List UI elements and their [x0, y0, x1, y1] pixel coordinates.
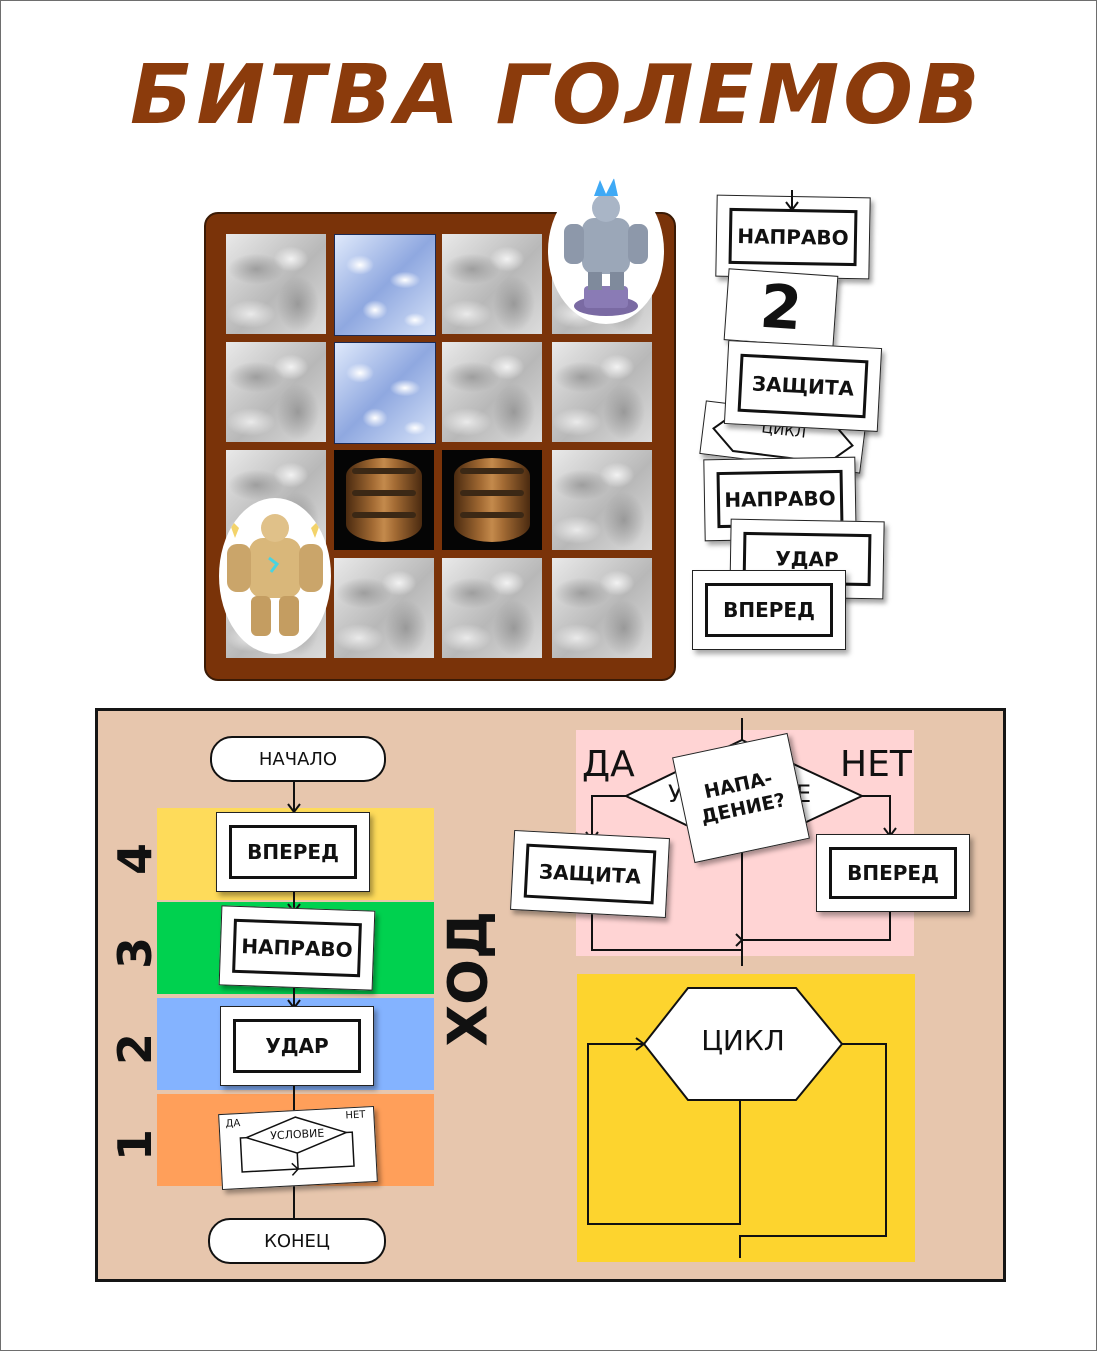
row-number-3: 3	[108, 937, 162, 970]
branch-yes-label: ДА	[582, 744, 635, 785]
condition-yes-label: ДА	[225, 1117, 241, 1130]
ice-golem-figure[interactable]	[548, 178, 664, 324]
card-label: НАПРАВО	[728, 207, 858, 267]
flow-step-3-label: НАПРАВО	[232, 918, 362, 978]
board-tile-stone[interactable]	[442, 234, 542, 334]
ice-golem-icon	[564, 178, 648, 316]
turn-label: ХОД	[436, 910, 500, 1047]
attack-question-label: НАПА-ДЕНИЕ?	[699, 767, 788, 829]
flow-start: НАЧАЛО	[210, 736, 386, 782]
branch-no-label: НЕТ	[840, 744, 912, 785]
stone-golem-icon	[227, 514, 323, 636]
card-napravo-top[interactable]: НАПРАВО	[715, 194, 871, 280]
board-tile-stone[interactable]	[552, 558, 652, 658]
loop-label: ЦИКЛ	[701, 1024, 785, 1057]
flow-step-2-label: УДАР	[233, 1019, 361, 1073]
row-number-1: 1	[108, 1129, 162, 1162]
board-tile-ice[interactable]	[334, 342, 436, 444]
board-tile-stone[interactable]	[226, 234, 326, 334]
board-tile-stone[interactable]	[552, 342, 652, 442]
condition-diagram-icon	[239, 1116, 355, 1176]
page-title: БИТВА ГОЛЕМОВ	[130, 48, 984, 143]
branch-right-action[interactable]: ВПЕРЕД	[816, 834, 970, 912]
row-number-4: 4	[108, 843, 162, 876]
flow-step-4-label: ВПЕРЕД	[229, 825, 357, 879]
card-label: ЗАЩИТА	[737, 353, 869, 419]
flow-step-1-condition[interactable]: ДА НЕТ УСЛОВИЕ	[218, 1105, 378, 1191]
branch-left-action[interactable]: ЗАЩИТА	[510, 829, 670, 919]
board-tile-stone[interactable]	[442, 342, 542, 442]
board-tile-ice[interactable]	[334, 234, 436, 336]
board-tile-stone[interactable]	[226, 342, 326, 442]
branch-left-action-label: ЗАЩИТА	[523, 843, 657, 905]
flow-step-3[interactable]: НАПРАВО	[218, 905, 376, 991]
condition-no-label: НЕТ	[345, 1109, 366, 1122]
card-zashita[interactable]: ЗАЩИТА	[723, 340, 883, 432]
stone-golem-figure[interactable]	[219, 498, 331, 654]
board-tile-barrel[interactable]	[334, 450, 434, 550]
card-vpered[interactable]: ВПЕРЕД	[692, 570, 846, 650]
card-number-label: 2	[757, 271, 805, 345]
flow-step-2[interactable]: УДАР	[220, 1006, 374, 1086]
board-tile-stone[interactable]	[442, 558, 542, 658]
card-number[interactable]: 2	[723, 268, 839, 348]
flow-step-4[interactable]: ВПЕРЕД	[216, 812, 370, 892]
loop-diagram	[577, 974, 915, 1262]
board-tile-barrel[interactable]	[442, 450, 542, 550]
card-label: ВПЕРЕД	[705, 583, 833, 637]
board-tile-stone[interactable]	[552, 450, 652, 550]
flow-end: КОНЕЦ	[208, 1218, 386, 1264]
board-tile-stone[interactable]	[334, 558, 434, 658]
row-number-2: 2	[108, 1033, 162, 1066]
branch-right-action-label: ВПЕРЕД	[829, 847, 957, 899]
